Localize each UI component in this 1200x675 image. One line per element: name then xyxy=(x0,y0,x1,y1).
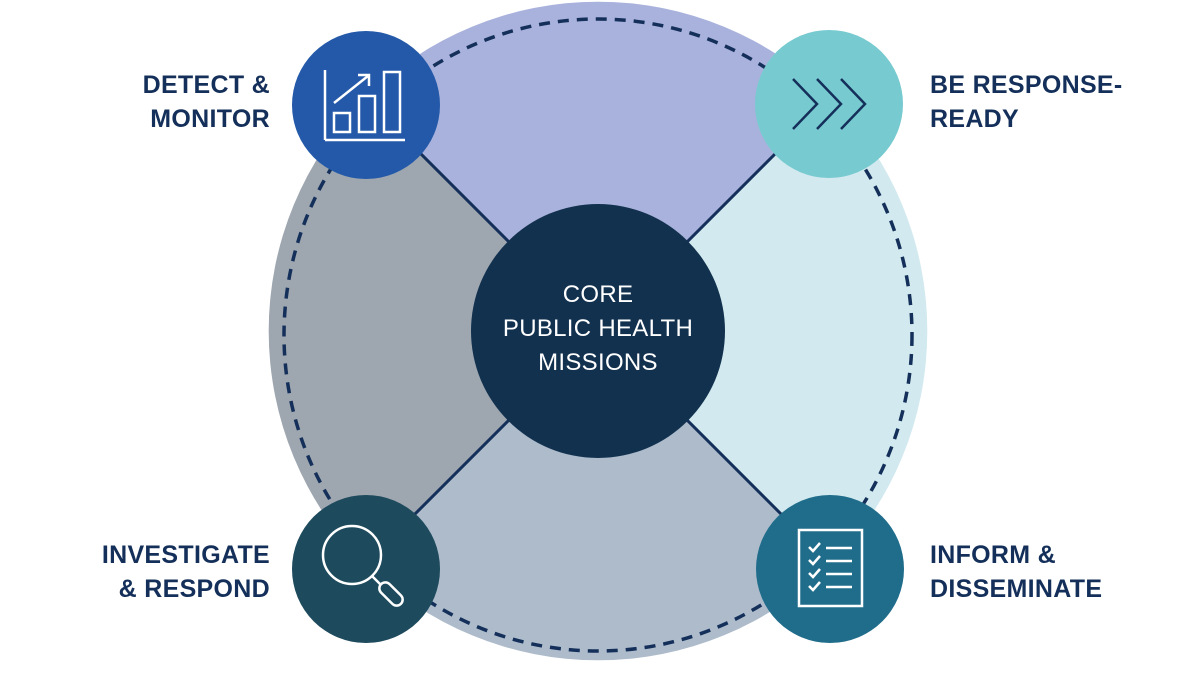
magnifying-glass-icon xyxy=(321,524,404,607)
label-detect-monitor: DETECT & MONITOR xyxy=(100,68,270,136)
quadrant-top xyxy=(365,1,831,332)
label-inform-disseminate: INFORM & DISSEMINATE xyxy=(930,538,1170,606)
center-title-line-1: CORE xyxy=(562,281,634,308)
inform-disseminate-badge xyxy=(756,495,904,643)
triple-chevron-right-icon xyxy=(792,78,867,130)
center-circle xyxy=(471,204,725,458)
label-detect-monitor-line-2: MONITOR xyxy=(150,105,270,133)
label-response-ready-line-1: BE RESPONSE- xyxy=(930,71,1123,99)
detect-monitor-badge xyxy=(292,31,440,179)
label-investigate-respond-line-2: & RESPOND xyxy=(118,575,270,603)
dashed-outer-ring xyxy=(282,17,914,653)
quadrant-bottom xyxy=(365,331,831,661)
quadrant-left xyxy=(268,98,598,564)
investigate-respond-badge xyxy=(292,495,440,643)
label-inform-disseminate-line-2: DISSEMINATE xyxy=(930,575,1103,603)
label-response-ready-line-2: READY xyxy=(930,105,1020,133)
label-inform-disseminate-line-1: INFORM & xyxy=(930,541,1056,569)
label-investigate-respond-line-1: INVESTIGATE xyxy=(101,541,270,569)
center-title-line-2: PUBLIC HEALTH xyxy=(502,315,694,342)
center-title: CORE PUBLIC HEALTH MISSIONS xyxy=(472,278,724,380)
bar-chart-trend-icon xyxy=(323,70,405,142)
label-response-ready: BE RESPONSE- READY xyxy=(930,68,1170,136)
quadrant-right xyxy=(598,98,928,564)
checklist-icon xyxy=(797,528,864,608)
label-investigate-respond: INVESTIGATE & RESPOND xyxy=(60,538,270,606)
label-detect-monitor-line-1: DETECT & xyxy=(142,71,270,99)
response-ready-badge xyxy=(755,30,903,178)
center-title-line-3: MISSIONS xyxy=(538,349,658,376)
